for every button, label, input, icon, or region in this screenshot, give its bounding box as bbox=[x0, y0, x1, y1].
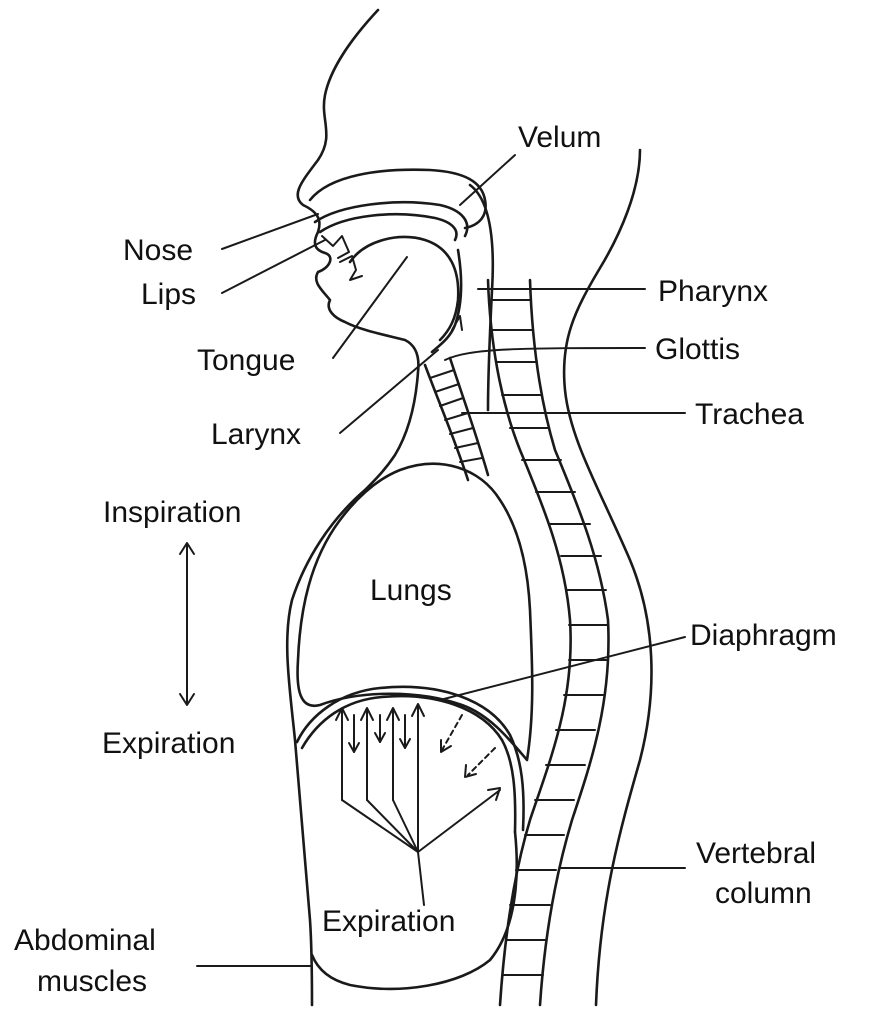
label-vertebral-line2: column bbox=[715, 877, 812, 910]
leader-lines bbox=[197, 155, 685, 966]
label-pharynx: Pharynx bbox=[658, 275, 768, 308]
inspiration-expiration-double-arrow bbox=[180, 543, 194, 705]
label-velum: Velum bbox=[518, 121, 601, 154]
label-tongue: Tongue bbox=[197, 344, 295, 377]
label-inspiration: Inspiration bbox=[103, 496, 241, 529]
glottis-leader bbox=[445, 348, 645, 360]
label-diaphragm: Diaphragm bbox=[690, 619, 837, 652]
diaphragm-leader bbox=[440, 637, 685, 700]
hard-palate-lower bbox=[320, 214, 456, 240]
label-abdominal-line1: Abdominal bbox=[14, 924, 156, 957]
label-trachea: Trachea bbox=[695, 398, 804, 431]
lips-leader bbox=[222, 240, 325, 293]
hard-palate-upper bbox=[315, 202, 467, 236]
diaphragm-small-arrows bbox=[349, 715, 410, 752]
tongue-leader bbox=[333, 257, 407, 358]
back-of-neck-outline bbox=[564, 150, 651, 1005]
trachea-rings bbox=[430, 370, 482, 462]
label-vertebral-line1: Vertebral bbox=[696, 837, 816, 870]
label-nose: Nose bbox=[123, 234, 193, 267]
larynx-leader bbox=[340, 350, 438, 433]
vertebrae-segments bbox=[491, 300, 608, 975]
nose-leader bbox=[222, 214, 318, 249]
label-lips: Lips bbox=[141, 278, 196, 311]
vertebral-column-back bbox=[530, 280, 609, 1005]
label-expiration-left: Expiration bbox=[102, 727, 235, 760]
abdominal-force-arrows bbox=[336, 704, 500, 905]
label-abdominal-line2: muscles bbox=[37, 965, 147, 998]
label-glottis: Glottis bbox=[655, 333, 740, 366]
label-expiration-center: Expiration bbox=[322, 905, 455, 938]
label-larynx: Larynx bbox=[211, 418, 301, 451]
tongue-outline bbox=[350, 237, 458, 340]
diaphragm-outer bbox=[297, 687, 524, 830]
vertebral-column-front bbox=[488, 280, 571, 1005]
label-lungs: Lungs bbox=[370, 574, 452, 607]
nasal-cavity-outline bbox=[310, 170, 486, 228]
